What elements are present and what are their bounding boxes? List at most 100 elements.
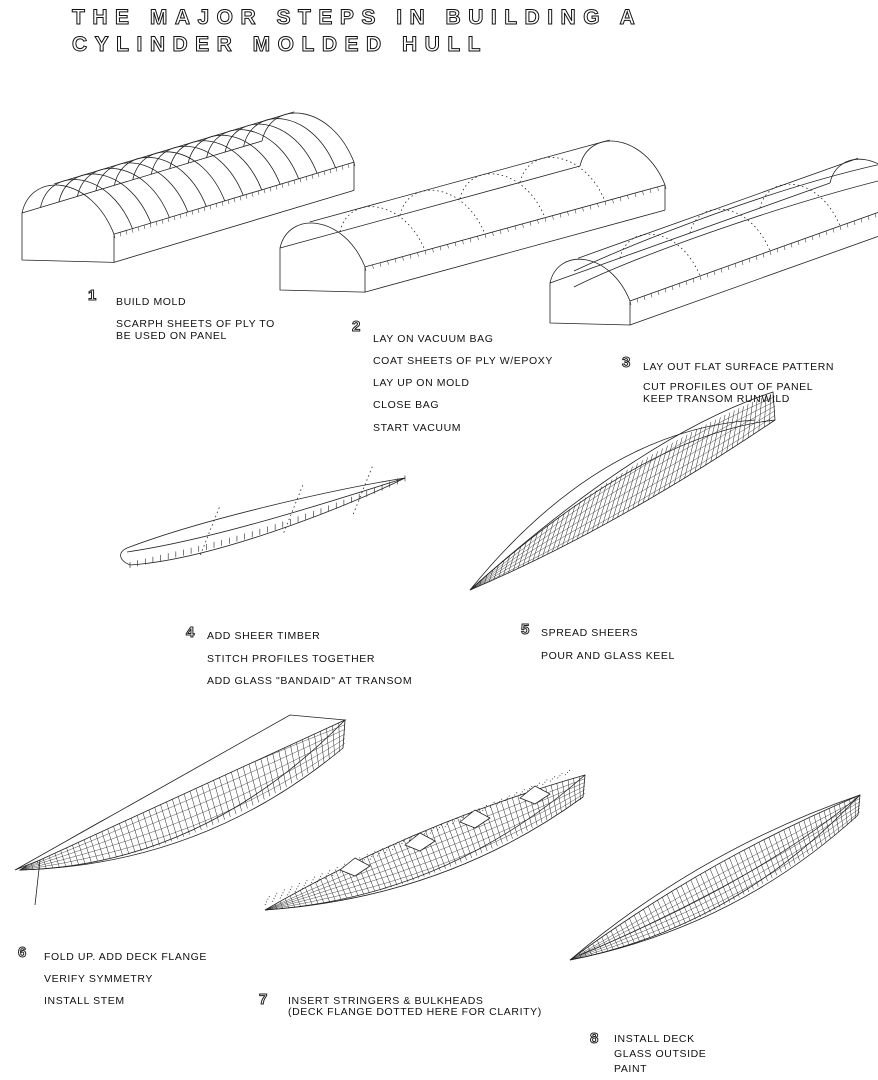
- title-line-1: THE MAJOR STEPS IN BUILDING A: [71, 6, 643, 30]
- hull-frame-line: [758, 842, 773, 879]
- step-4-number: 4: [185, 624, 195, 642]
- mold-tick: [671, 285, 674, 291]
- mold-tick: [642, 190, 644, 196]
- keel-line: [569, 794, 861, 961]
- hull-waterline: [264, 782, 586, 911]
- step-4-stitched-panel: [120, 463, 406, 568]
- mold-tick: [323, 171, 326, 176]
- mold-tick: [612, 199, 614, 204]
- mold-tick: [514, 225, 517, 230]
- hull-frame-line: [508, 551, 516, 574]
- mold-tick: [706, 273, 709, 278]
- step-5-number: 5: [520, 621, 530, 639]
- hull-frame-line: [854, 797, 857, 819]
- hull-frame-line: [694, 424, 707, 472]
- mold-tick: [167, 217, 170, 223]
- step-2-line: LAY ON VACUUM BAG: [373, 333, 494, 345]
- dotted-deck-flange: [264, 894, 271, 906]
- mold-tick: [161, 219, 164, 224]
- mold-tick: [424, 250, 427, 255]
- hull-frame-line: [813, 815, 822, 845]
- bulkhead: [519, 785, 551, 805]
- mold-tick: [454, 242, 457, 247]
- mold-tick: [251, 192, 254, 197]
- hull-frame-line: [709, 868, 726, 906]
- mold-tick: [720, 268, 723, 273]
- mold-tick: [783, 245, 786, 251]
- step-7-number: 7: [258, 991, 268, 1009]
- mold-tick: [484, 234, 487, 239]
- mold-tick: [619, 197, 622, 202]
- mold-rib: [459, 173, 546, 218]
- mold-rib: [58, 173, 152, 224]
- bulkhead: [339, 857, 371, 877]
- mold-tick: [387, 260, 389, 265]
- hull-frame-line: [695, 876, 711, 913]
- mold-tick: [748, 258, 751, 263]
- panel-pattern-outline: [573, 180, 878, 288]
- mold-edge: [113, 189, 355, 263]
- title-line-2: CYLINDER MOLDED HULL: [72, 33, 488, 57]
- mold-tick: [685, 280, 688, 286]
- hull-frame-line: [441, 823, 457, 865]
- mold-tick: [664, 288, 667, 293]
- hull-frame-line: [512, 546, 522, 571]
- mold-rib: [187, 134, 281, 185]
- mold-rib: [95, 162, 189, 213]
- mold-tick: [305, 176, 308, 181]
- hull-frame-line: [773, 834, 787, 870]
- dotted-deck-flange: [564, 769, 571, 776]
- hull-frame-line: [663, 439, 678, 491]
- hull-frame-line: [748, 847, 764, 884]
- hull-frame-line: [714, 865, 731, 903]
- hull-frame-line: [490, 805, 503, 844]
- mold-tick: [634, 193, 637, 198]
- hull-frame-line: [446, 821, 462, 863]
- hull-waterline: [569, 801, 861, 961]
- mold-rib: [399, 189, 486, 235]
- hull-frame-line: [679, 431, 693, 482]
- hull-frame-line: [562, 504, 576, 547]
- mold-back-arc: [261, 112, 355, 163]
- mold-tick: [287, 181, 290, 187]
- hull-frame-line: [488, 569, 494, 582]
- hull-frame-line: [652, 903, 666, 933]
- step-3-line: CUT PROFILES OUT OF PANEL: [643, 381, 814, 393]
- hull-frame-line: [617, 466, 633, 518]
- hull-frame-line: [632, 457, 648, 509]
- hull-frame-line: [387, 846, 403, 884]
- mold-tick: [269, 187, 272, 192]
- mold-ridge: [309, 139, 610, 223]
- dotted-deck-flange: [519, 788, 526, 795]
- step-5-line: POUR AND GLASS KEEL: [541, 650, 675, 662]
- hull-frame-line: [808, 817, 818, 849]
- step-2-line: START VACUUM: [373, 422, 462, 434]
- step-1-line: SCARPH SHEETS OF PLY TO: [116, 318, 275, 330]
- hull-frame-line: [552, 512, 565, 552]
- hull-frame-line: [493, 565, 499, 580]
- mold-tick: [203, 207, 206, 212]
- hull-frame-line: [653, 445, 668, 497]
- mold-tick: [874, 213, 877, 218]
- mold-tick: [589, 205, 592, 210]
- step-2-number: 2: [351, 318, 361, 336]
- mold-tick: [762, 253, 765, 258]
- hull-frame-line: [676, 888, 691, 922]
- mold-tick: [119, 232, 122, 237]
- hull-frame-line: [503, 555, 510, 576]
- step-4-line: ADD GLASS "BANDAID" AT TRANSOM: [207, 675, 413, 687]
- hull-waterline: [469, 401, 776, 591]
- step-8-line: GLASS OUTSIDE: [614, 1048, 707, 1060]
- hull-frame-line: [338, 721, 341, 752]
- mold-back-arc: [829, 158, 878, 184]
- hull-frame-line: [479, 579, 482, 586]
- hull-outline: [569, 794, 861, 961]
- hull-frame-line: [332, 723, 335, 756]
- step-6-line: VERIFY SYMMETRY: [44, 973, 153, 985]
- mold-tick: [477, 236, 479, 241]
- dotted-deck-flange: [504, 794, 511, 802]
- hull-waterline: [469, 405, 776, 591]
- hull-waterline: [569, 808, 861, 961]
- mold-tick: [678, 283, 681, 288]
- dotted-deck-flange: [497, 797, 503, 805]
